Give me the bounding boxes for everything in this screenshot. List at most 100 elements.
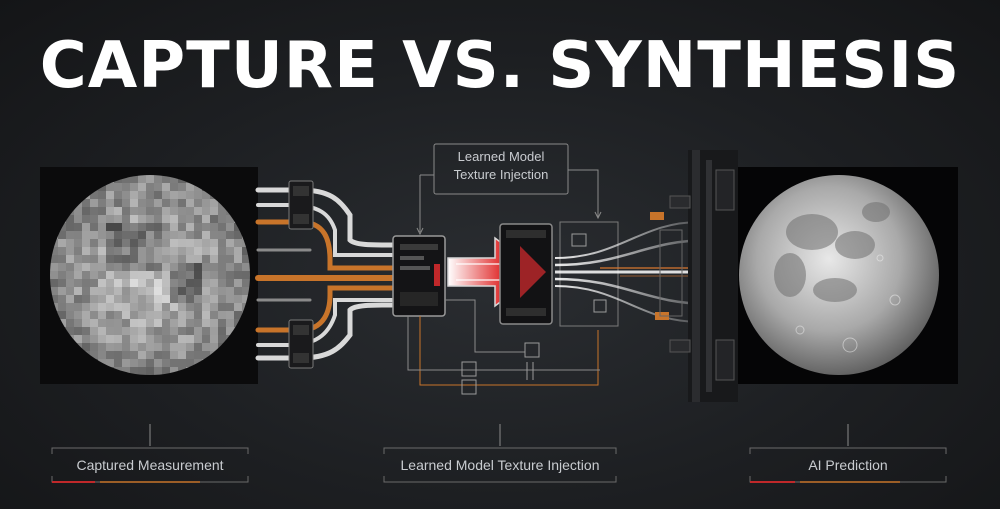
moon-pixel [234,295,242,303]
moon-pixel [186,319,194,327]
moon-pixel [50,263,58,271]
moon-pixel [98,287,106,295]
moon-pixel [138,191,146,199]
moon-pixel [170,303,178,311]
moon-pixel [186,255,194,263]
moon-pixel [162,295,170,303]
moon-pixel [98,311,106,319]
moon-pixel [154,303,162,311]
moon-pixel [218,327,226,335]
moon-pixel [130,183,138,191]
moon-pixel [82,335,90,343]
moon-pixel [114,287,122,295]
moon-pixel [202,255,210,263]
moon-pixel [58,255,66,263]
moon-pixel [74,327,82,335]
moon-pixel [218,223,226,231]
moon-pixel [202,279,210,287]
moon-pixel [146,367,154,375]
moon-pixel [74,287,82,295]
moon-pixel [178,327,186,335]
moon-pixel [154,279,162,287]
moon-pixel [170,199,178,207]
moon-pixel [210,279,218,287]
moon-pixel [98,247,106,255]
moon-pixel [186,311,194,319]
moon-pixel [82,263,90,271]
bottom-label-frames [51,424,947,483]
moon-pixel [50,279,58,287]
moon-pixel [162,175,170,183]
moon-pixel [82,199,90,207]
moon-pixel [90,239,98,247]
moon-pixel [178,303,186,311]
moon-pixel [106,239,114,247]
moon-pixel [162,223,170,231]
moon-pixel [154,239,162,247]
moon-pixel [114,319,122,327]
moon-pixel [170,335,178,343]
moon-pixel [178,255,186,263]
moon-pixel [170,295,178,303]
moon-pixel [106,215,114,223]
moon-pixel [202,191,210,199]
moon-pixel [98,263,106,271]
moon-pixel [186,303,194,311]
moon-pixel [202,231,210,239]
moon-pixel [218,239,226,247]
moon-pixel [82,231,90,239]
moon-pixel [170,247,178,255]
moon-pixel [146,175,154,183]
moon-pixel [242,279,250,287]
moon-pixel [58,303,66,311]
input-label: Captured Measurement [76,457,224,473]
moon-pixel [146,239,154,247]
moon-pixel [138,207,146,215]
moon-pixel [162,367,170,375]
moon-pixel [82,223,90,231]
moon-pixel [130,223,138,231]
moon-pixel [178,359,186,367]
moon-pixel [58,279,66,287]
moon-pixel [162,255,170,263]
moon-pixel [218,247,226,255]
moon-pixel [154,335,162,343]
moon-pixel [122,175,130,183]
moon-pixel [162,303,170,311]
moon-pixel [138,351,146,359]
moon-pixel [138,263,146,271]
moon-pixel [106,303,114,311]
moon-pixel [90,311,98,319]
moon-pixel [226,311,234,319]
moon-pixel [122,255,130,263]
moon-pixel [178,199,186,207]
texture-module [499,221,619,327]
moon-pixel [226,231,234,239]
moon-pixel [218,215,226,223]
moon-pixel [202,199,210,207]
moon-pixel [98,207,106,215]
moon-pixel [218,287,226,295]
moon-pixel [178,343,186,351]
moon-pixel [202,335,210,343]
moon-pixel [122,343,130,351]
moon-pixel [194,279,202,287]
output-label: AI Prediction [808,457,888,473]
moon-pixel [146,319,154,327]
moon-pixel [82,319,90,327]
moon-pixel [154,207,162,215]
moon-pixel [106,343,114,351]
moon-pixel [66,223,74,231]
moon-pixel [162,335,170,343]
moon-pixel [58,287,66,295]
moon-pixel [146,279,154,287]
moon-pixel [58,271,66,279]
moon-pixel [122,287,130,295]
moon-pixel [154,199,162,207]
moon-pixel [210,335,218,343]
moon-pixel [154,327,162,335]
moon-pixel [74,263,82,271]
moon-pixel [162,327,170,335]
moon-pixel [210,255,218,263]
moon-pixel [130,351,138,359]
